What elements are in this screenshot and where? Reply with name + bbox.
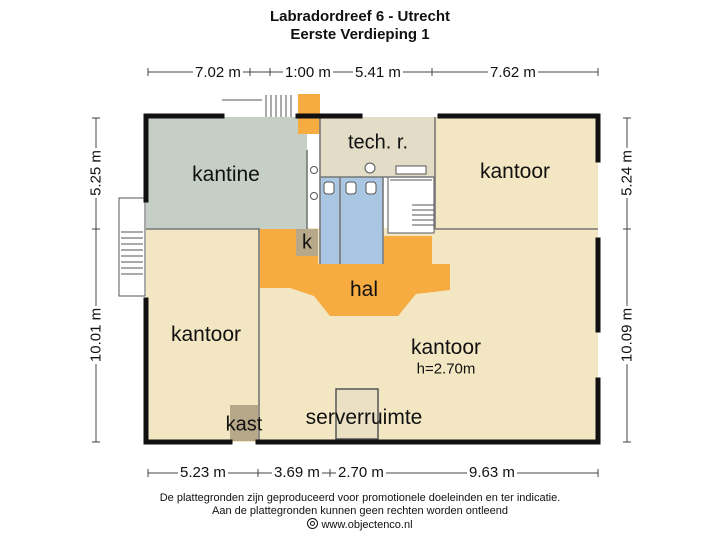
room-label-kantoor-main: kantoor [410,336,482,359]
plan-subtitle: Eerste Verdieping 1 [290,26,430,43]
sanitair-fill-1 [320,177,340,264]
room-label-hal: hal [349,278,379,301]
interior-walls [146,116,598,442]
stairs-core [387,176,435,234]
room-kantine-fill [146,117,307,229]
dim-left-2: 10.01 m [87,305,105,365]
dim-bottom-2: 3.69 m [272,464,322,481]
room-hal-fill [260,229,450,316]
dim-top-1: 7.02 m [193,64,243,81]
stairs-west [118,197,146,297]
room-label-tech: tech. r. [347,131,409,154]
stairwell-top-fill [222,92,298,117]
room-label-kantoor-west: kantoor [170,323,242,346]
room-kast-fill [230,405,258,441]
website: www.objectenco.nl [0,518,720,532]
toilet-fixtures [310,162,427,200]
dim-bottom-4: 9.63 m [467,464,517,481]
exterior-walls [143,113,601,445]
dim-left-1: 5.25 m [87,148,105,198]
dim-bottom-1: 5.23 m [178,464,228,481]
room-label-serverruimte: serverruimte [305,406,423,429]
stairs-top [222,95,292,117]
dim-top-2: 1:00 m [283,64,333,81]
dim-bottom-3: 2.70 m [336,464,386,481]
room-label-kast: kast [225,413,263,436]
room-k-fill [296,229,318,256]
website-url: www.objectenco.nl [321,519,413,531]
disclaimer-line-1: De plattegronden zijn geproduceerd voor … [159,492,561,504]
dim-top-3: 5.41 m [353,64,403,81]
dim-right-2: 10.09 m [618,305,636,365]
dim-right-1: 5.24 m [618,148,636,198]
room-label-kantoor-northeast: kantoor [479,160,551,183]
plan-title: Labradordreef 6 - Utrecht [269,8,451,25]
room-serverruimte-fill [335,388,379,440]
room-label-k: k [302,231,312,254]
copyright-logo-icon [307,518,319,529]
dim-top-4: 7.62 m [488,64,538,81]
room-height-label: h=2.70m [416,360,476,378]
room-label-kantine: kantine [192,163,260,186]
disclaimer-line-2: Aan de plattegronden kunnen geen rechten… [211,505,508,517]
room-kantoor-northeast-fill [435,117,598,229]
